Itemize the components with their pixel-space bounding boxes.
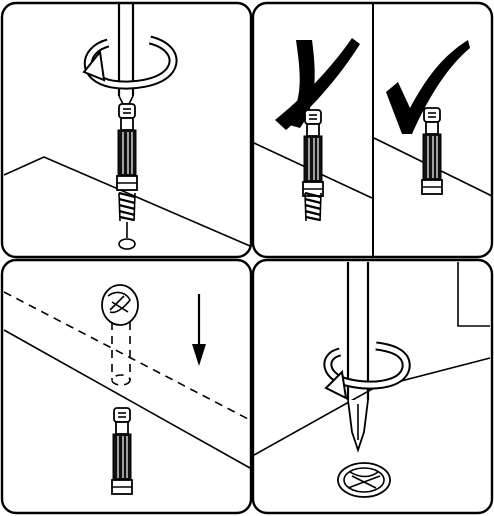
panel-insert-cam-lock [2,260,251,513]
panel-screw-cam-bolt [2,3,251,257]
cam-dowel-bolt [112,408,132,494]
panel-depth-comparison [253,3,492,257]
cam-lock-disc [338,463,390,497]
panel-tighten-cam-lock [253,260,492,513]
cam-dowel-bolt [117,104,137,190]
